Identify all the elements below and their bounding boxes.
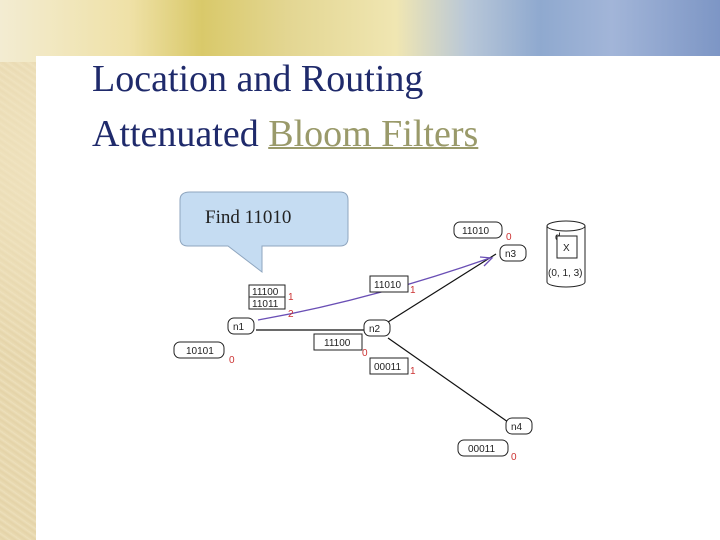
n2-upper-filter: 11010 1: [369, 275, 416, 296]
node-n2: n2: [363, 319, 391, 337]
route-arrowhead: [479, 256, 494, 267]
node-n3: n3: [499, 244, 527, 262]
n3-top-filter: 11010 0: [453, 221, 512, 243]
document-tuple: (0, 1, 3): [548, 268, 582, 279]
filter-box: [369, 275, 409, 293]
callout-shape: [179, 191, 349, 274]
edge-n2-n3: [387, 253, 497, 323]
node-shape: [363, 319, 391, 337]
filter-value: 00011: [468, 444, 496, 455]
node-label: n3: [505, 249, 517, 260]
filter-box: [313, 333, 363, 351]
n1-upper-filter: 11100 11011 1 2: [248, 284, 294, 320]
node-shape: [227, 317, 255, 335]
n2-lower-filter: 00011 1: [369, 357, 416, 377]
content-panel: [36, 56, 720, 540]
filter-box: [453, 221, 503, 239]
n4-bottom-filter: 00011 0: [457, 439, 517, 463]
node-shape: [499, 244, 527, 262]
filter-box: [369, 357, 409, 375]
title-line-1: Location and Routing: [92, 58, 424, 100]
n1-left-filter: 10101 0: [173, 341, 235, 366]
node-n4: n4: [505, 417, 533, 435]
filter-box: [173, 341, 225, 359]
route-line: [257, 257, 491, 321]
filter-level: 2: [288, 309, 294, 320]
filter-value: 10101: [186, 346, 214, 357]
edge-n2-n4: [387, 337, 509, 423]
node-n1: n1: [227, 317, 255, 335]
filter-level: 1: [410, 366, 416, 377]
filter-box: [457, 439, 509, 457]
filter-value: 11100: [252, 287, 279, 298]
callout-text: Find 11010: [205, 207, 291, 228]
filter-value: 11010: [374, 280, 402, 291]
title-line-2-prefix: Attenuated: [92, 113, 269, 155]
filter-box: [248, 296, 286, 310]
filter-value: 00011: [374, 362, 402, 373]
query-route: [257, 256, 494, 321]
node-label: n2: [369, 324, 381, 335]
cylinder-top: [546, 220, 586, 232]
node-shape: [505, 417, 533, 435]
document-label: X: [563, 243, 570, 254]
filter-level: 0: [506, 232, 512, 243]
filter-value: 11010: [462, 226, 490, 237]
filter-value: 11011: [252, 299, 279, 310]
filter-level: 0: [511, 452, 517, 463]
document-store: d X (0, 1, 3): [546, 220, 586, 288]
filter-level: 1: [410, 285, 416, 296]
n2-left-filter: 11100 0: [313, 333, 368, 359]
filter-level: 0: [229, 355, 235, 366]
find-callout: Find 11010: [179, 191, 349, 274]
slide-title: Location and Routing Attenuated Bloom Fi…: [92, 52, 478, 162]
node-label: n1: [233, 322, 245, 333]
node-label: n4: [511, 422, 523, 433]
filter-level: 0: [362, 348, 368, 359]
document-box: [556, 235, 578, 259]
title-bloom-filters-link[interactable]: Bloom Filters: [268, 113, 479, 155]
filter-level: 1: [288, 292, 294, 303]
decorative-banner: [0, 0, 720, 62]
network-edges: [256, 253, 509, 423]
filter-value: 11100: [324, 338, 351, 349]
